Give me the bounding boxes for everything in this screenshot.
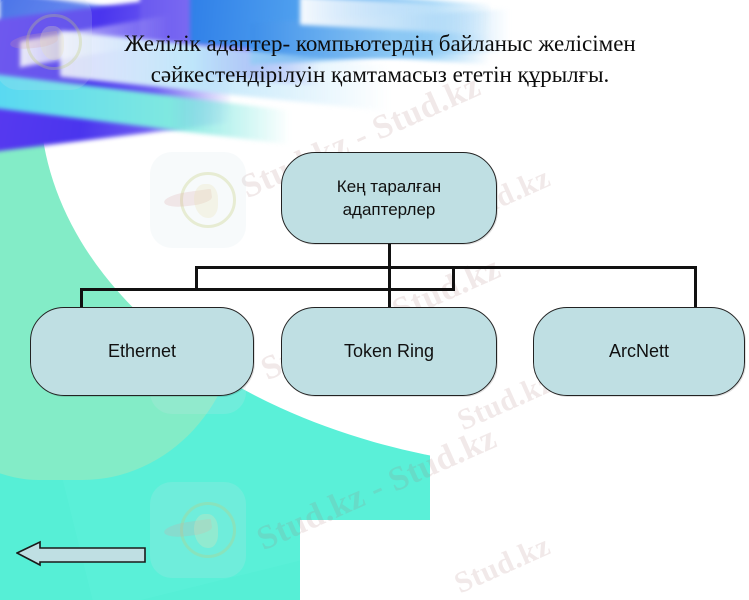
left-arrow-icon[interactable] xyxy=(16,540,146,567)
diagram-node-arcnett-label: ArcNett xyxy=(608,341,669,361)
diagram-node-root[interactable]: Кең таралған адаптерлер xyxy=(281,152,497,244)
watermark-text: Stud.kz xyxy=(449,528,556,600)
diagram-node-token-ring[interactable]: Token Ring xyxy=(281,307,497,396)
connector-bus-upper xyxy=(195,266,697,269)
diagram-node-ethernet[interactable]: Ethernet xyxy=(30,307,254,396)
connector-drop-arcnett xyxy=(694,266,697,309)
watermark-logo-icon xyxy=(0,0,92,90)
connector-bus-upper-left-tick xyxy=(195,266,198,288)
connector-bus-lower xyxy=(80,288,455,291)
diagram-node-root-label-line1: Кең таралған xyxy=(336,177,442,196)
slide-title: Желілік адаптер- компьютердің байланыс ж… xyxy=(124,31,636,87)
connector-drop-token-ring xyxy=(388,266,391,309)
watermark-logo-icon xyxy=(150,482,246,578)
diagram-node-root-label: Кең таралған адаптерлер xyxy=(337,175,441,221)
connector-drop-ethernet xyxy=(80,288,83,309)
connector-bus-lower-right-tick xyxy=(452,266,455,291)
diagram-node-arcnett[interactable]: ArcNett xyxy=(533,307,745,396)
back-arrow-button[interactable] xyxy=(16,539,146,567)
watermark-logo-icon xyxy=(150,152,246,248)
diagram-node-token-ring-label: Token Ring xyxy=(343,341,435,361)
diagram-node-root-label-line2: адаптерлер xyxy=(342,200,436,219)
diagram-node-ethernet-label: Ethernet xyxy=(107,341,177,361)
watermark-text: Stud.kz - Stud.kz xyxy=(251,419,503,558)
